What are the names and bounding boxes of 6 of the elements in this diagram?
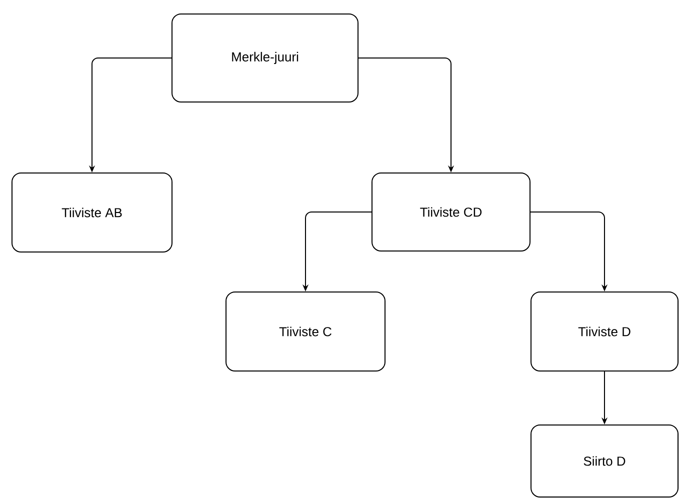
process-box: Tiiviste AB: [12, 172, 172, 252]
process-box: Tiiviste CD: [372, 172, 530, 252]
process-box: Merkle-juuri: [172, 14, 358, 102]
process-box: Tiiviste D: [530, 292, 678, 372]
process-box: Tiiviste C: [226, 292, 386, 372]
process-box: Siirto D: [530, 424, 678, 498]
